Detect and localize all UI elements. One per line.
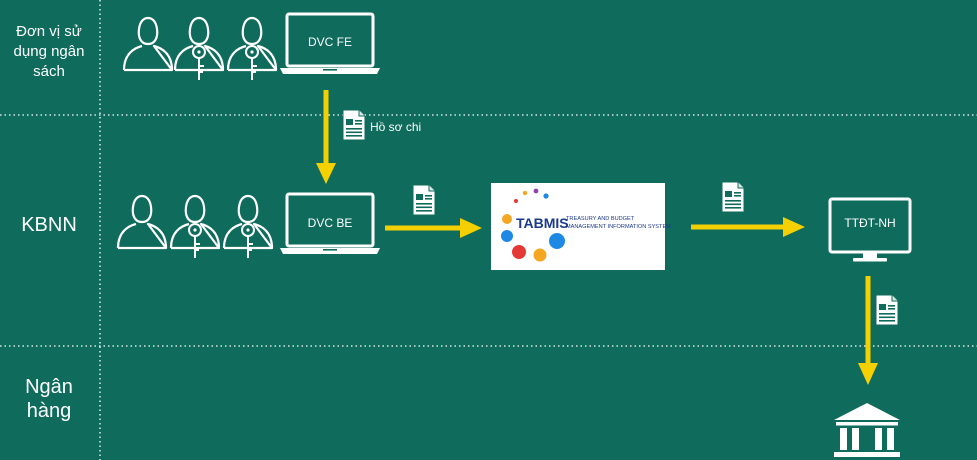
lane-label-line: hàng (26, 400, 72, 422)
user-icon (116, 194, 168, 250)
arrow-ttdt-to-bank (858, 276, 878, 385)
monitor-icon (828, 197, 912, 262)
laptop-label-be: DVC BE (308, 216, 353, 230)
arrow-fe-to-be (316, 90, 336, 184)
document-icon (875, 294, 899, 326)
user-icon (122, 16, 174, 72)
lane-label-budget-unit: Đơn vị sử dụng ngân sách (0, 22, 98, 82)
lane-label-line: Ngân (25, 376, 73, 398)
document-icon (721, 181, 745, 213)
user-key-icon (171, 196, 219, 258)
bank-icon (834, 403, 900, 457)
arrow-tabmis-to-ttdt (691, 217, 805, 237)
user-key-icon (228, 18, 276, 80)
lane-label-bank: Ngân hàng (0, 375, 98, 423)
lane-label-line: Đơn vị sử (16, 23, 82, 40)
tabmis-logo: TABMIS TREASURY AND BUDGET MANAGEMENT IN… (491, 183, 671, 270)
user-key-icon (224, 196, 272, 258)
tabmis-tagline-1: TREASURY AND BUDGET (566, 216, 635, 222)
document-icon (342, 109, 366, 141)
lane-label-kbnn: KBNN (21, 214, 77, 236)
document-label: Hồ sơ chi (370, 120, 421, 134)
arrow-be-to-tabmis (385, 218, 482, 238)
laptop-label-fe: DVC FE (308, 35, 352, 49)
lane-label-line: sách (33, 63, 65, 80)
monitor-label: TTĐT-NH (844, 216, 895, 230)
document-icon (412, 184, 436, 216)
tabmis-brand: TABMIS (516, 215, 569, 231)
user-key-icon (175, 18, 223, 80)
lane-label-line: dụng ngân (13, 43, 85, 60)
tabmis-tagline-2: MANAGEMENT INFORMATION SYSTEM (566, 224, 671, 230)
